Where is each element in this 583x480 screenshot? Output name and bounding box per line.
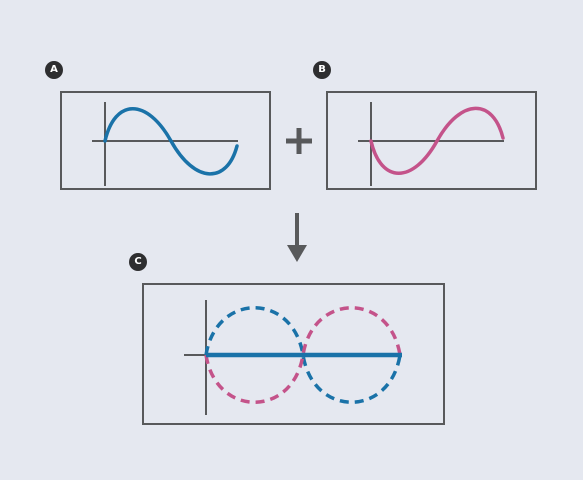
plus-icon — [286, 128, 312, 154]
label-b-badge: B — [313, 61, 331, 79]
wave-a-curve — [103, 107, 239, 176]
panel-b-wave — [326, 91, 537, 190]
arrow-down-icon — [287, 213, 307, 262]
sum-plot — [184, 300, 402, 415]
wave-b-plot — [358, 102, 505, 186]
wave-b-curve — [369, 106, 505, 175]
label-c-badge: C — [129, 253, 147, 271]
label-a-badge: A — [45, 61, 63, 79]
sum-dashed-wave-a — [204, 306, 402, 404]
panel-c-sum — [142, 283, 445, 425]
panel-a-wave — [60, 91, 271, 190]
sum-dashed-wave-b — [204, 306, 402, 404]
wave-a-plot — [92, 102, 239, 186]
